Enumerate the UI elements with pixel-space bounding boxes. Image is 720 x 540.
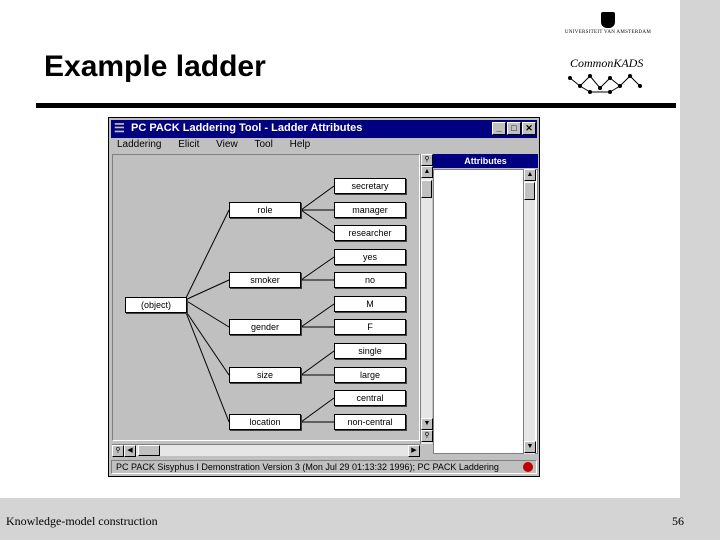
scroll-down-icon[interactable]: ▼ xyxy=(421,418,433,430)
ladder-node-researcher[interactable]: researcher xyxy=(334,225,406,241)
ladder-node-large[interactable]: large xyxy=(334,367,406,383)
ladder-node-single[interactable]: single xyxy=(334,343,406,359)
ladder-node-m[interactable]: M xyxy=(334,296,406,312)
scroll-up-icon[interactable]: ▲ xyxy=(421,166,433,178)
ladder-node-central[interactable]: central xyxy=(334,390,406,406)
ladder-node-no[interactable]: no xyxy=(334,272,406,288)
ladder-node-f[interactable]: F xyxy=(334,319,406,335)
maximize-button[interactable]: □ xyxy=(507,122,521,135)
attributes-scroll-thumb[interactable] xyxy=(524,182,535,200)
ladder-node-non-central[interactable]: non-central xyxy=(334,414,406,430)
status-indicator-icon xyxy=(523,462,533,472)
commonkads-logo-text: CommonKADS xyxy=(570,56,644,70)
ladder-node-location[interactable]: location xyxy=(229,414,301,430)
menu-elicit[interactable]: Elicit xyxy=(178,139,200,150)
ladder-node-root[interactable]: (object) xyxy=(125,297,187,313)
menu-laddering[interactable]: Laddering xyxy=(117,139,162,150)
window-titlebar[interactable]: ☰ PC PACK Laddering Tool - Ladder Attrib… xyxy=(111,120,537,138)
canvas-zoom-in-icon[interactable]: ⚲ xyxy=(421,154,433,166)
horizontal-zoom-icon[interactable]: ⚲ xyxy=(112,445,124,457)
commonkads-network-icon xyxy=(568,74,642,94)
university-logo-text: UNIVERSITEIT VAN AMSTERDAM xyxy=(564,30,652,35)
attributes-scroll-up-icon[interactable]: ▲ xyxy=(524,169,536,181)
slide-footer-title: Knowledge-model construction xyxy=(6,514,158,528)
university-emblem-icon xyxy=(601,12,615,28)
canvas-zoom-out-icon[interactable]: ⚲ xyxy=(421,430,433,442)
menu-tool[interactable]: Tool xyxy=(254,139,273,150)
ladder-canvas[interactable]: (object) role smoker gender size locatio… xyxy=(112,154,420,441)
ladder-node-gender[interactable]: gender xyxy=(229,319,301,335)
slide-title: Example ladder xyxy=(44,50,266,83)
title-divider xyxy=(36,103,676,108)
minimize-button[interactable]: _ xyxy=(492,122,506,135)
window-title: PC PACK Laddering Tool - Ladder Attribut… xyxy=(131,122,363,134)
ladder-node-manager[interactable]: manager xyxy=(334,202,406,218)
menu-view[interactable]: View xyxy=(216,139,238,150)
attributes-pane-header: Attributes xyxy=(433,154,538,168)
ladder-edges xyxy=(184,185,335,423)
commonkads-logo: CommonKADS xyxy=(566,56,650,96)
slide-right-band xyxy=(680,0,720,540)
ladder-node-size[interactable]: size xyxy=(229,367,301,383)
slide-page-number: 56 xyxy=(672,514,684,528)
menu-bar: Laddering Elicit View Tool Help xyxy=(111,139,537,155)
scroll-left-icon[interactable]: ◀ xyxy=(124,445,136,457)
close-button[interactable]: ✕ xyxy=(522,122,536,135)
laddering-tool-window: ☰ PC PACK Laddering Tool - Ladder Attrib… xyxy=(108,117,540,477)
attributes-vertical-scrollbar[interactable]: ▲ ▼ xyxy=(523,169,536,454)
ladder-node-secretary[interactable]: secretary xyxy=(334,178,406,194)
status-text: PC PACK Sisyphus I Demonstration Version… xyxy=(116,462,499,472)
menu-help[interactable]: Help xyxy=(289,139,311,150)
ladder-node-role[interactable]: role xyxy=(229,202,301,218)
system-menu-icon[interactable]: ☰ xyxy=(114,121,125,135)
status-bar: PC PACK Sisyphus I Demonstration Version… xyxy=(111,460,537,474)
canvas-vertical-scrollbar[interactable]: ⚲ ▲ ▼ ⚲ xyxy=(420,154,433,444)
scroll-right-icon[interactable]: ▶ xyxy=(408,445,420,457)
ladder-node-smoker[interactable]: smoker xyxy=(229,272,301,288)
horizontal-scroll-thumb[interactable] xyxy=(138,445,160,456)
attributes-pane[interactable] xyxy=(433,169,538,454)
attributes-scroll-down-icon[interactable]: ▼ xyxy=(524,441,536,453)
university-logo: UNIVERSITEIT VAN AMSTERDAM xyxy=(560,12,656,35)
ladder-node-yes[interactable]: yes xyxy=(334,249,406,265)
slide-bottom-band xyxy=(0,498,720,540)
vertical-scroll-thumb[interactable] xyxy=(421,180,432,198)
canvas-horizontal-scrollbar[interactable]: ⚲ ◀ ▶ xyxy=(112,444,420,457)
